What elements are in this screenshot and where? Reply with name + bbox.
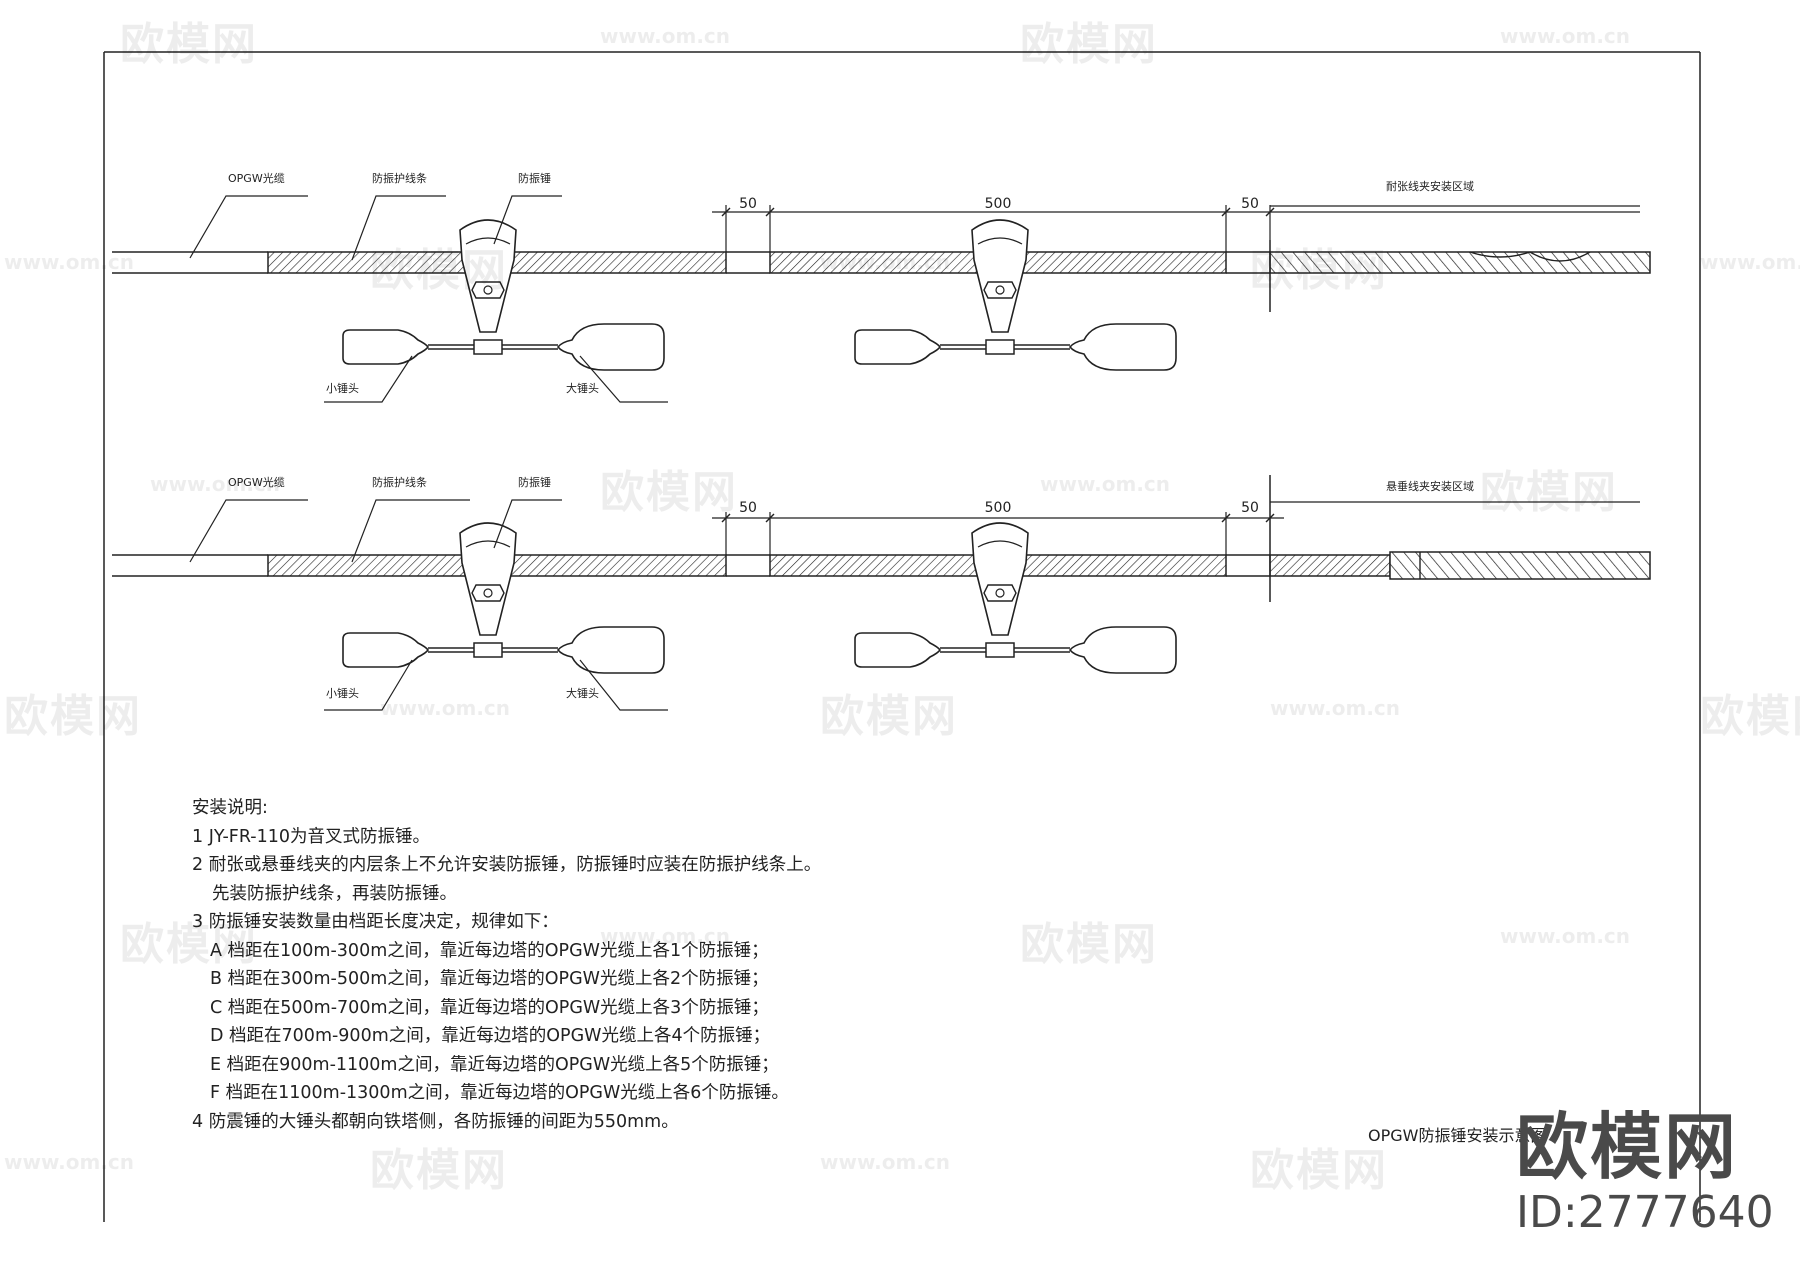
damper-1 <box>342 522 665 674</box>
label-cable: OPGW光缆 <box>228 171 285 185</box>
dim-500: 500 <box>985 500 1012 516</box>
brand-id: ID:2777640 <box>1516 1187 1774 1238</box>
label-large-head: 大锤头 <box>566 381 599 395</box>
label-armor: 防振护线条 <box>372 475 427 489</box>
dim-50-right: 50 <box>1241 196 1259 212</box>
diagram-bottom: 50 500 50 悬垂线夹安装区域 OPGW光缆 防振护线条 防振锤 小锤头 … <box>112 475 1651 711</box>
dim-50-right: 50 <box>1241 500 1259 516</box>
note-item: 先装防振护线条，再装防振锤。 <box>212 883 457 904</box>
label-small-head: 小锤头 <box>326 686 359 700</box>
note-item: A 档距在100m-300m之间，靠近每边塔的OPGW光缆上各1个防振锤； <box>210 940 769 961</box>
damper-1 <box>342 219 665 371</box>
dim-500: 500 <box>985 196 1012 212</box>
dim-50-left: 50 <box>739 196 757 212</box>
label-damper: 防振锤 <box>518 171 551 185</box>
note-item: 4 防震锤的大锤头都朝向铁塔侧，各防振锤的间距为550mm。 <box>192 1111 679 1132</box>
label-large-head: 大锤头 <box>566 686 599 700</box>
damper-2 <box>854 219 1177 371</box>
brand-watermark: 欧模网 ID:2777640 <box>1516 1088 1774 1238</box>
note-item: B 档距在300m-500m之间，靠近每边塔的OPGW光缆上各2个防振锤； <box>210 969 769 989</box>
zone-label: 悬垂线夹安装区域 <box>1386 479 1474 493</box>
note-item: C 档距在500m-700m之间，靠近每边塔的OPGW光缆上各3个防振锤； <box>210 997 769 1018</box>
figure-title: OPGW防振锤安装示意图 <box>1368 1126 1547 1145</box>
diagram-top: 50 500 50 耐张线夹安装区域 OPGW光缆 防振护线条 防振锤 小锤头 … <box>112 171 1651 403</box>
notes-heading: 安装说明: <box>192 798 268 818</box>
note-item: F 档距在1100m-1300m之间，靠近每边塔的OPGW光缆上各6个防振锤。 <box>210 1083 789 1103</box>
installation-notes: 安装说明: 1 JY-FR-110为音叉式防振锤。 2 耐张或悬垂线夹的内层条上… <box>192 794 821 1136</box>
note-item: 3 防振锤安装数量由档距长度决定，规律如下： <box>192 912 559 932</box>
note-item: 2 耐张或悬垂线夹的内层条上不允许安装防振锤，防振锤时应装在防振护线条上。 <box>192 855 822 875</box>
label-damper: 防振锤 <box>518 475 551 489</box>
note-item: D 档距在700m-900m之间，靠近每边塔的OPGW光缆上各4个防振锤； <box>210 1026 771 1046</box>
damper-2 <box>854 522 1177 674</box>
label-armor: 防振护线条 <box>372 171 427 185</box>
note-item: E 档距在900m-1100m之间，靠近每边塔的OPGW光缆上各5个防振锤； <box>210 1054 779 1075</box>
dim-50-left: 50 <box>739 500 757 516</box>
label-small-head: 小锤头 <box>326 381 359 395</box>
label-cable: OPGW光缆 <box>228 475 285 489</box>
zone-label: 耐张线夹安装区域 <box>1386 179 1474 193</box>
brand-logo-text: 欧模网 <box>1516 1105 1739 1189</box>
note-item: 1 JY-FR-110为音叉式防振锤。 <box>192 826 431 847</box>
